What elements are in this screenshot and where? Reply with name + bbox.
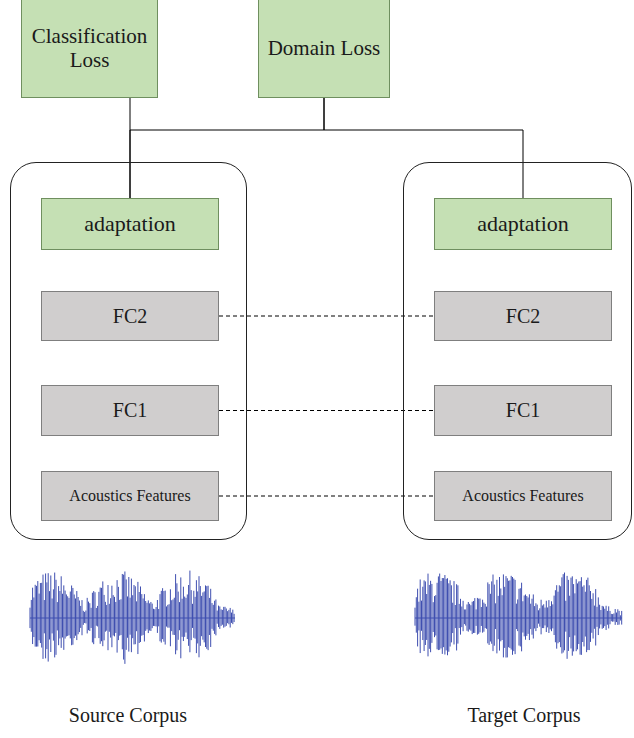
loss-box: Classification Loss: [21, 0, 158, 98]
box-text: Domain Loss: [268, 36, 381, 60]
shared-weight-link: [219, 496, 434, 497]
corpus-label: Target Corpus: [424, 704, 624, 727]
shared-weight-link: [219, 410, 434, 411]
waveform: [30, 571, 235, 664]
loss-connector: [130, 98, 324, 198]
box-text: Classification Loss: [28, 24, 151, 72]
branch-panel: adaptationFC2FC1Acoustics Features: [403, 162, 632, 540]
box-text: adaptation: [477, 211, 569, 236]
adaptation-box: adaptation: [434, 198, 612, 250]
loss-connector: [324, 98, 523, 198]
feature-box: Acoustics Features: [434, 471, 612, 521]
layer-box: FC2: [41, 291, 219, 341]
layer-box: FC1: [434, 385, 612, 436]
shared-weight-link: [219, 316, 434, 317]
box-text: FC1: [113, 399, 147, 422]
adaptation-box: adaptation: [41, 198, 219, 250]
layer-box: FC2: [434, 291, 612, 341]
box-text: FC2: [113, 305, 147, 328]
layer-box: FC1: [41, 385, 219, 436]
feature-box: Acoustics Features: [41, 471, 219, 521]
waveform: [415, 573, 622, 659]
box-text: FC1: [506, 399, 540, 422]
box-text: Acoustics Features: [69, 487, 190, 505]
branch-panel: adaptationFC2FC1Acoustics Features: [10, 162, 247, 540]
box-text: Acoustics Features: [462, 487, 583, 505]
box-text: adaptation: [84, 211, 176, 236]
loss-box: Domain Loss: [258, 0, 390, 98]
corpus-label: Source Corpus: [28, 704, 228, 727]
box-text: FC2: [506, 305, 540, 328]
